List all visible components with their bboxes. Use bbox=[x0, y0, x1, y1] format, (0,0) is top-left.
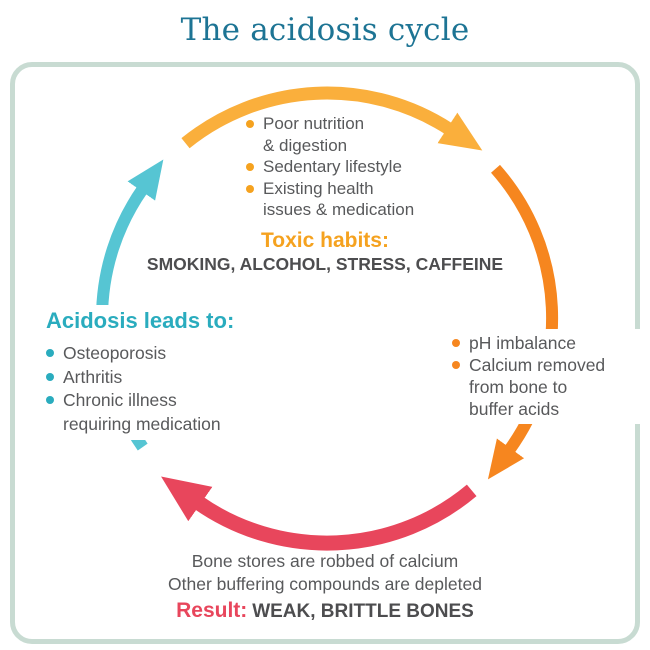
list-item-label: Sedentary lifestyle bbox=[263, 157, 402, 176]
acidosis-leads-to-heading: Acidosis leads to: bbox=[46, 308, 235, 333]
bullet-icon bbox=[246, 120, 254, 128]
list-item: Osteoporosis bbox=[46, 342, 254, 366]
bottom-result-block: Bone stores are robbed of calcium Other … bbox=[0, 550, 650, 623]
list-item: Arthritis bbox=[46, 366, 254, 390]
result-text: WEAK, BRITTLE BONES bbox=[252, 601, 474, 622]
page-title: The acidosis cycle bbox=[180, 12, 470, 48]
toxic-habits-heading: Toxic habits: bbox=[261, 229, 389, 252]
bottom-line-2: Other buffering compounds are depleted bbox=[168, 574, 482, 594]
list-item: Calcium removed from bone to buffer acid… bbox=[452, 354, 640, 420]
bullet-icon bbox=[452, 339, 460, 347]
result-label: Result: bbox=[176, 599, 248, 622]
bullet-icon bbox=[46, 349, 54, 357]
bottom-line-1: Bone stores are robbed of calcium bbox=[191, 551, 459, 571]
bullet-icon bbox=[452, 361, 460, 369]
result-line: Result: WEAK, BRITTLE BONES bbox=[0, 599, 650, 623]
bullet-icon bbox=[246, 184, 254, 193]
list-item-label: Existing health issues & medication bbox=[263, 178, 415, 220]
list-item: pH imbalance bbox=[452, 332, 640, 354]
list-item: Existing health issues & medication bbox=[246, 178, 441, 221]
top-causes-list: Poor nutrition & digestion Sedentary lif… bbox=[246, 113, 441, 221]
toxic-habits-detail: SMOKING, ALCOHOL, STRESS, CAFFEINE bbox=[146, 254, 504, 274]
list-item-label: Calcium removed from bone to buffer acid… bbox=[469, 355, 606, 419]
list-item: Poor nutrition & digestion bbox=[246, 113, 441, 156]
list-item-label: Arthritis bbox=[63, 366, 123, 387]
acidosis-leads-to-block: Acidosis leads to: Osteoporosis Arthriti… bbox=[38, 305, 254, 440]
list-item: Chronic illness requiring medication bbox=[46, 389, 254, 436]
list-item-label: Chronic illness requiring medication bbox=[63, 390, 221, 434]
right-effects-list: pH imbalance Calcium removed from bone t… bbox=[446, 329, 640, 424]
list-item-label: Poor nutrition & digestion bbox=[263, 114, 365, 155]
bullet-icon bbox=[46, 372, 54, 381]
list-item: Sedentary lifestyle bbox=[246, 156, 441, 178]
list-item-label: Osteoporosis bbox=[63, 343, 167, 363]
bullet-icon bbox=[46, 396, 54, 404]
list-item-label: pH imbalance bbox=[469, 333, 576, 353]
toxic-habits-block: Toxic habits: SMOKING, ALCOHOL, STRESS, … bbox=[0, 228, 650, 276]
bullet-icon bbox=[246, 163, 254, 171]
